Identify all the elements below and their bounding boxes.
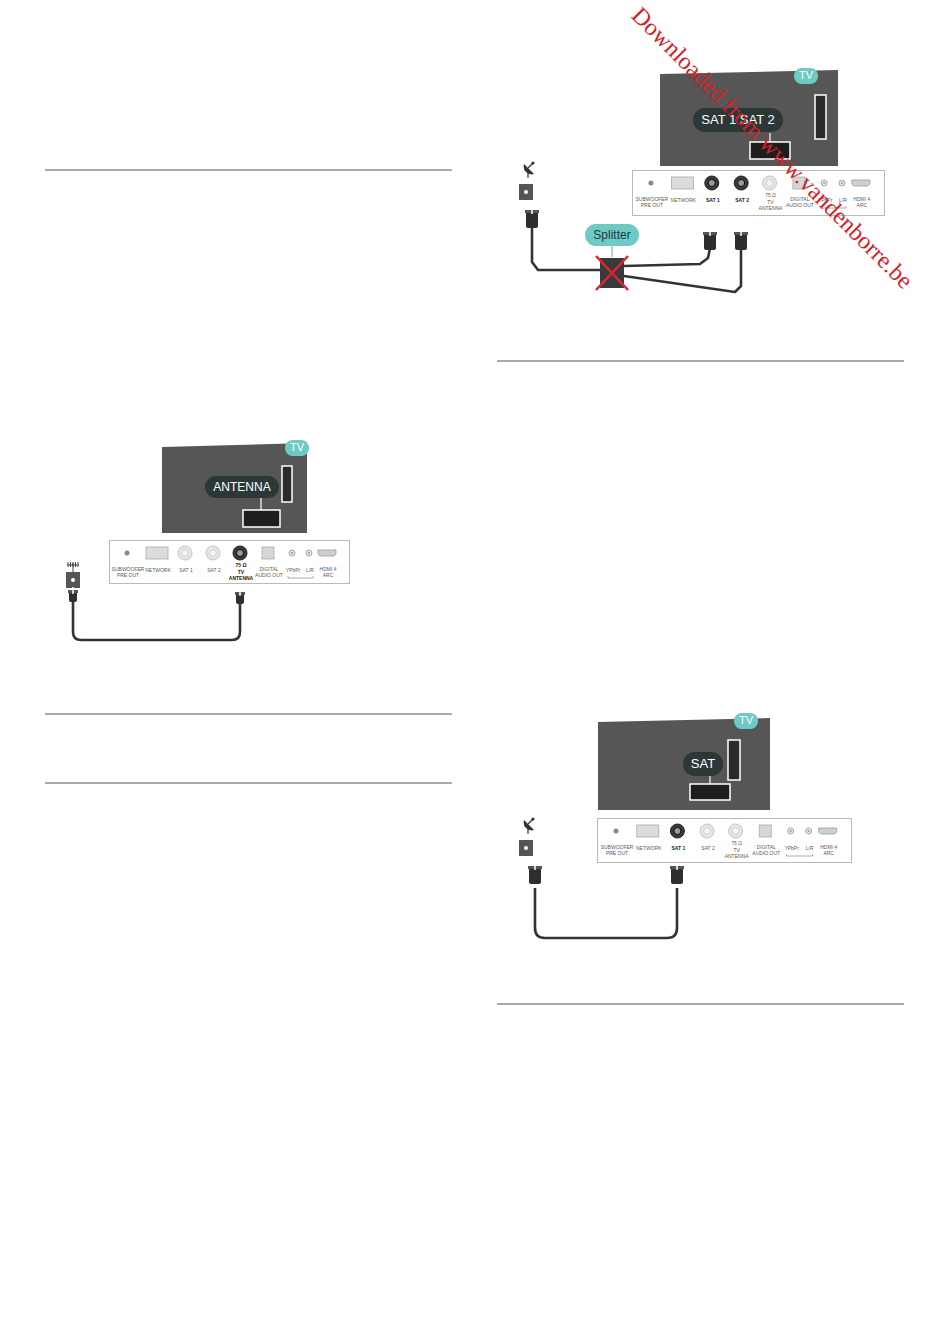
tv-body [162, 443, 307, 533]
watermark: Downloaded from www.vandenborre.be [626, 2, 918, 294]
port-label: NETWORK [634, 846, 664, 852]
callout-text: SAT [691, 756, 715, 772]
port-label: HDMI 4 ARC [853, 197, 871, 209]
port-label: 75 Ω [761, 193, 781, 199]
port-label: SAT 1 [668, 846, 688, 852]
coax-plug [235, 589, 245, 604]
wall-socket [519, 840, 533, 856]
splitter-symbol [596, 256, 628, 290]
cable [535, 888, 677, 938]
badge-text: TV [290, 441, 304, 454]
port-label: YPbPr [782, 846, 802, 852]
satellite-dish [524, 161, 535, 178]
coax-plug [734, 229, 748, 250]
satellite-dish [524, 817, 535, 834]
port-label: SAT 2 [204, 568, 224, 574]
port-label: NETWORK [143, 568, 173, 574]
port-label: SAT 1 [703, 198, 723, 204]
port-label: 75 Ω [727, 841, 747, 847]
cable [624, 248, 710, 266]
port-label: HDMI 4 ARC [319, 567, 337, 579]
port-label: SAT 2 [698, 846, 718, 852]
port-label: SAT 1 [176, 568, 196, 574]
port-label: L/R [303, 568, 317, 574]
callout-text: ANTENNA [213, 480, 270, 494]
callout-text: Splitter [593, 228, 630, 242]
connector-panel: SUBWOOFER PRE OUTNETWORKSAT 1 SAT 2 75 ΩTV… [109, 540, 350, 584]
connector-panel: SUBWOOFER PRE OUTNETWORK SAT 1 SAT 2 75 ΩTV… [597, 818, 852, 863]
splitter-label: Splitter [585, 224, 638, 246]
port-label: DIGITAL AUDIO OUT [252, 567, 286, 579]
port-label: TV ANTENNA [722, 848, 752, 860]
badge-text: TV [739, 714, 753, 727]
coax-plug [670, 863, 684, 884]
rule [45, 783, 452, 784]
tv-body [598, 718, 770, 810]
port-label: TV ANTENNA [756, 200, 786, 212]
port-label: SAT 2 [732, 198, 752, 204]
port-label: SUBWOOFER PRE OUT [634, 197, 670, 209]
coax-plug [528, 863, 542, 884]
badge-text: TV [799, 69, 813, 82]
port-label: L/R [803, 846, 817, 852]
port-label: 75 Ω [231, 563, 251, 569]
rule [45, 714, 452, 715]
antenna-symbol [67, 562, 79, 572]
cable [73, 600, 240, 640]
port-label: TV ANTENNA [226, 570, 256, 582]
port-label: SUBWOOFER PRE OUT [110, 567, 146, 579]
coax-plug [525, 207, 539, 228]
coax-plug [703, 229, 717, 250]
rule [497, 1004, 904, 1005]
connector-ports [125, 546, 337, 578]
rule [45, 170, 452, 171]
port-label: YPbPr [283, 568, 303, 574]
callout-pill: SAT [683, 752, 723, 776]
tv-badge: TV [734, 713, 758, 728]
cable [624, 248, 741, 292]
tv-badge: TV [285, 440, 309, 455]
port-label: HDMI 4 ARC [820, 845, 838, 857]
tv-badge: TV [794, 68, 818, 83]
connector-ports [614, 824, 837, 856]
wall-socket [66, 572, 80, 588]
port-label: NETWORK [668, 198, 698, 204]
port-label: SUBWOOFER PRE OUT [599, 845, 635, 857]
leader-line [611, 246, 612, 257]
callout-pill: ANTENNA [205, 476, 278, 498]
wall-socket [519, 184, 533, 200]
coax-plug [68, 587, 78, 602]
rule [497, 361, 904, 362]
port-label: DIGITAL AUDIO OUT [749, 845, 783, 857]
